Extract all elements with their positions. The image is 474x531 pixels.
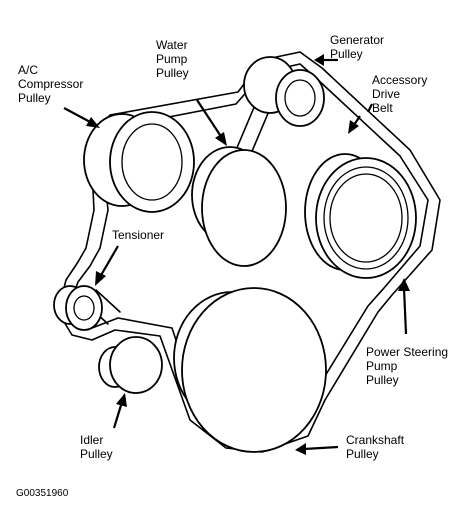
- generator-label-line: Generator: [330, 33, 384, 47]
- water-pump-pulley: [191, 146, 287, 267]
- crankshaft-label-line: Crankshaft: [346, 433, 405, 447]
- water-pump-callout-arrow: [196, 99, 227, 146]
- belt-outer-outline: [57, 51, 441, 453]
- accessory-belt-callout-arrow: [348, 103, 373, 134]
- crankshaft-pulley: [173, 287, 327, 453]
- idler-label-line: Idler: [80, 433, 103, 447]
- tensioner-pulley: [53, 285, 103, 331]
- power-steering-label: Power Steering Pump Pulley: [366, 345, 451, 387]
- ac-compressor-label: A/C Compressor Pulley: [18, 63, 87, 105]
- idler-label: Idler Pulley: [80, 433, 113, 461]
- water-pump-label-line: Pump: [156, 52, 188, 66]
- power-steering-callout-arrow: [398, 278, 410, 335]
- ac-compressor-label-line: Pulley: [18, 91, 51, 105]
- tensioner-label-line: Tensioner: [112, 228, 164, 242]
- figure-code: G00351960: [16, 488, 69, 499]
- power-steering-label-line: Pulley: [366, 373, 399, 387]
- ac-compressor-callout-arrow: [63, 107, 100, 128]
- tensioner-callout-arrow: [95, 245, 119, 286]
- water-pump-label: Water Pump Pulley: [156, 38, 191, 80]
- tensioner-label: Tensioner: [112, 228, 164, 242]
- water-pump-label-line: Water: [156, 38, 188, 52]
- generator-label-line: Pulley: [330, 47, 363, 61]
- ac-compressor-pulley: [83, 111, 195, 213]
- crankshaft-label: Crankshaft Pulley: [346, 433, 407, 461]
- accessory-belt-label: Accessory Drive Belt: [372, 73, 431, 115]
- accessory-belt-label-line: Drive: [372, 87, 400, 101]
- ac-compressor-label-line: Compressor: [18, 77, 83, 91]
- accessory-belt-label-line: Belt: [372, 101, 393, 115]
- crankshaft-label-line: Pulley: [346, 447, 379, 461]
- generator-callout-arrow: [314, 54, 338, 66]
- idler-callout-arrow: [112, 393, 127, 429]
- accessory-belt-label-line: Accessory: [372, 73, 427, 87]
- power-steering-label-line: Power Steering: [366, 345, 448, 359]
- generator-pulley: [243, 56, 325, 127]
- power-steering-label-line: Pump: [366, 359, 398, 373]
- idler-pulley: [98, 336, 163, 394]
- water-pump-label-line: Pulley: [156, 66, 189, 80]
- crankshaft-callout-arrow: [295, 443, 339, 455]
- power-steering-pump-pulley: [304, 153, 417, 279]
- idler-label-line: Pulley: [80, 447, 113, 461]
- ac-compressor-label-line: A/C: [18, 63, 38, 77]
- generator-label: Generator Pulley: [330, 33, 387, 61]
